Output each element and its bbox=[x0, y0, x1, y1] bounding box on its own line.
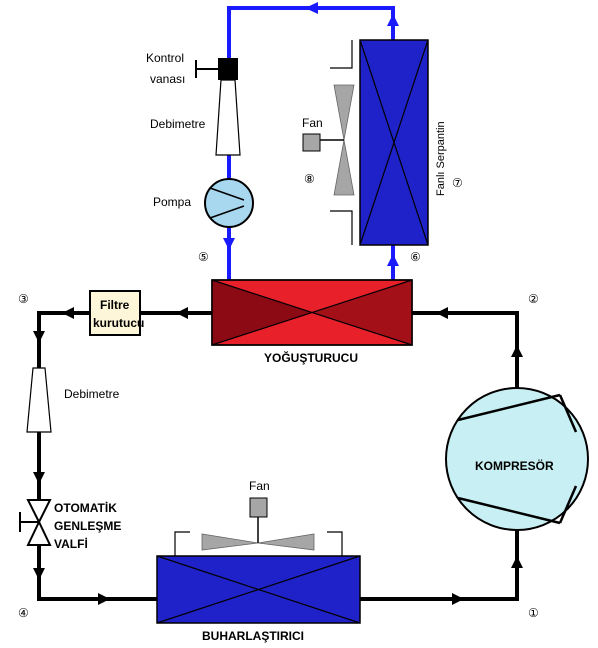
point-5-label: ⑤ bbox=[198, 250, 209, 264]
filter-dryer-label-2: kurutucu bbox=[93, 316, 144, 330]
flowmeter-left-label: Debimetre bbox=[64, 387, 120, 401]
fan-coil-bracket-bottom bbox=[330, 210, 353, 245]
compressor-blade-1 bbox=[457, 393, 561, 422]
point-1-label: ① bbox=[528, 606, 539, 620]
ref-line-left-bottom bbox=[37, 545, 157, 601]
compressor-body bbox=[445, 387, 589, 531]
fan-coil-motor bbox=[302, 133, 321, 152]
control-valve-label-2: vanası bbox=[150, 72, 185, 86]
fan-coil-label: Fanlı Serpantin bbox=[435, 121, 447, 196]
water-flow-arrow-down bbox=[223, 238, 235, 250]
pump-blade-1 bbox=[209, 187, 245, 201]
evaporator-fan-bracket-right bbox=[327, 531, 343, 556]
water-flow-arrow-top bbox=[305, 2, 318, 14]
flowmeter-left bbox=[26, 367, 52, 433]
control-valve-label-1: Kontrol bbox=[146, 51, 184, 65]
compressor bbox=[445, 387, 589, 531]
condenser bbox=[211, 279, 413, 346]
compressor-blade-3 bbox=[457, 496, 561, 525]
fan-coil-blade-top bbox=[333, 84, 355, 141]
condenser-dark-right bbox=[312, 280, 412, 345]
evaporator-label: BUHARLAŞTIRICI bbox=[202, 629, 304, 643]
expansion-valve-label-1: OTOMATİK bbox=[54, 500, 117, 515]
point-8-label: ⑧ bbox=[304, 172, 315, 186]
control-valve bbox=[195, 58, 238, 80]
expansion-valve-bottom bbox=[26, 519, 52, 546]
point-3-label: ③ bbox=[18, 292, 29, 306]
ref-arrow-left-mid bbox=[33, 472, 45, 484]
fan-coil-blade-bottom bbox=[333, 139, 355, 196]
compressor-label: KOMPRESÖR bbox=[475, 458, 554, 473]
fan-coil bbox=[302, 39, 429, 246]
water-flow-arrow-up-bottom bbox=[387, 254, 399, 266]
pump-body bbox=[204, 178, 254, 228]
compressor-blade-2 bbox=[558, 394, 578, 433]
fan-coil-bracket-top bbox=[330, 40, 353, 69]
ref-arrow-condenser-out bbox=[176, 307, 188, 319]
ref-arrow-into-condenser bbox=[436, 307, 448, 319]
ref-arrow-left-top bbox=[33, 331, 45, 343]
condenser-cross-2 bbox=[211, 279, 413, 346]
ref-arrow-compressor-out bbox=[511, 345, 523, 357]
fan-coil-cross-2 bbox=[359, 39, 429, 246]
ref-line-compressor-to-condenser bbox=[412, 311, 519, 388]
control-valve-body bbox=[218, 58, 238, 80]
evaporator-fan-motor bbox=[249, 497, 268, 518]
ref-arrow-compressor-in bbox=[511, 556, 523, 568]
filter-dryer-body bbox=[89, 290, 141, 336]
condenser-dark-left bbox=[212, 280, 312, 345]
expansion-valve bbox=[19, 499, 52, 546]
evaporator-cross-2 bbox=[156, 555, 361, 624]
point-4-label: ④ bbox=[18, 606, 29, 620]
ref-arrow-filter-out bbox=[62, 307, 74, 319]
ref-line-filter-to-left bbox=[37, 311, 90, 368]
filter-dryer-label-1: Filtre bbox=[100, 298, 130, 312]
water-flow-arrow-up-top bbox=[387, 14, 399, 26]
flowmeter-top bbox=[215, 79, 241, 156]
pump-blade-2 bbox=[209, 205, 245, 219]
point-7-label: ⑦ bbox=[452, 176, 463, 190]
expansion-valve-label-3: VALFİ bbox=[54, 536, 88, 551]
compressor-blade-4 bbox=[558, 485, 578, 524]
evaporator-fan-label: Fan bbox=[249, 479, 270, 493]
evaporator-fan-bracket-left bbox=[174, 531, 190, 556]
expansion-valve-top bbox=[26, 499, 52, 525]
expansion-valve-label-2: GENLEŞME bbox=[54, 519, 121, 533]
point-6-label: ⑥ bbox=[410, 250, 421, 264]
condenser-outline bbox=[211, 279, 413, 346]
filter-dryer bbox=[89, 290, 141, 336]
ref-arrow-evap-in bbox=[98, 593, 110, 605]
fan-coil-fan-label: Fan bbox=[302, 116, 323, 130]
pump bbox=[204, 178, 254, 228]
evaporator-fan-blade-right bbox=[257, 533, 315, 551]
evaporator bbox=[156, 497, 361, 624]
flowmeter-top-label: Debimetre bbox=[150, 117, 206, 131]
ref-arrow-left-bottom bbox=[33, 568, 45, 580]
ref-line-evaporator-to-compressor bbox=[360, 530, 519, 601]
condenser-label: YOĞUŞTURUCU bbox=[264, 350, 358, 365]
refrigerant-loop bbox=[33, 307, 523, 605]
evaporator-fan-blade-left bbox=[201, 533, 259, 551]
point-2-label: ② bbox=[528, 292, 539, 306]
ref-arrow-evap-out bbox=[452, 593, 464, 605]
pump-label: Pompa bbox=[153, 195, 191, 209]
